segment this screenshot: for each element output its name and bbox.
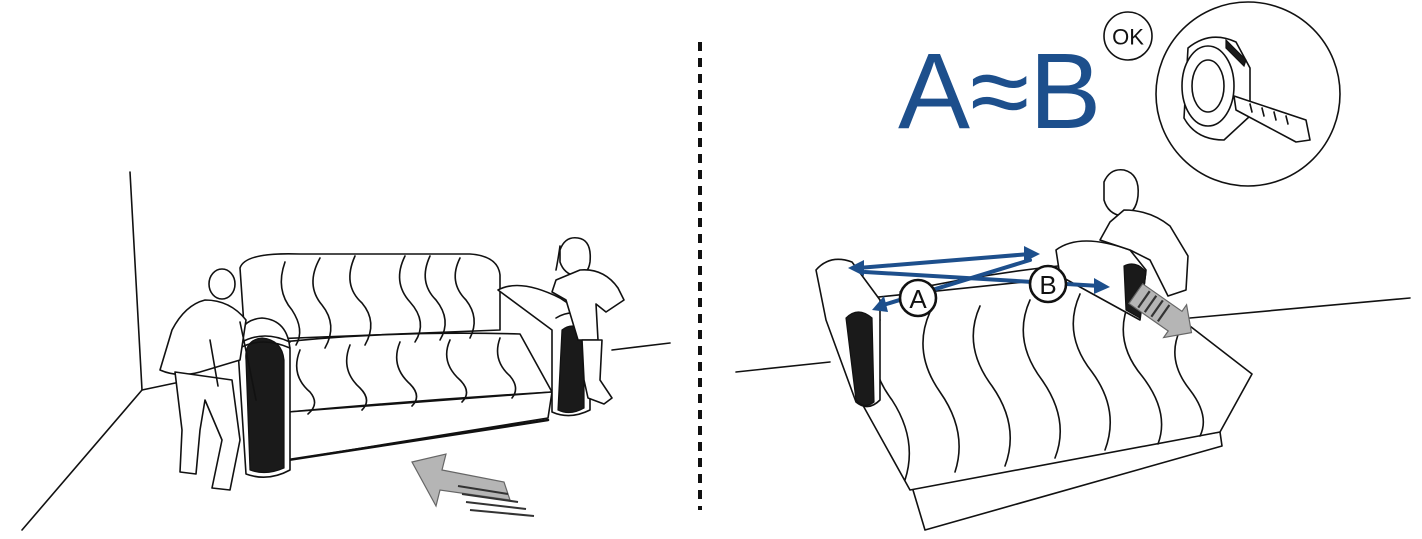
floor-line: [736, 362, 830, 372]
tape-measure-icon: [1156, 2, 1340, 186]
label-b: B: [1030, 266, 1066, 302]
right-panel: A B A≈B OK: [736, 2, 1410, 530]
sofa-front-view: [238, 254, 594, 477]
ok-badge-text: OK: [1112, 25, 1144, 50]
label-a-text: A: [909, 284, 927, 314]
left-panel: [22, 172, 670, 530]
push-arrow-icon: [412, 454, 534, 516]
formula-text: A≈B: [898, 30, 1101, 151]
ok-badge: OK: [1104, 12, 1152, 60]
label-b-text: B: [1039, 270, 1056, 300]
label-a: A: [900, 280, 936, 316]
